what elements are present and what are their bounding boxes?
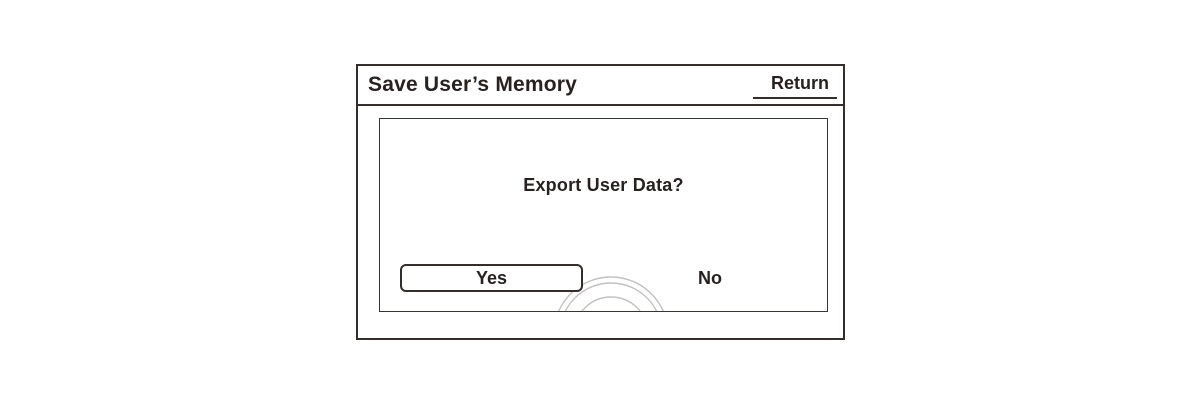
- no-button-label: No: [698, 268, 722, 288]
- dialog-title-bar: Save User’s Memory Return: [358, 66, 843, 106]
- dialog-content-box: Export User Data? Yes No: [379, 118, 828, 312]
- yes-button-label: Yes: [475, 267, 508, 288]
- prompt-text: Export User Data?: [523, 175, 684, 195]
- return-button[interactable]: Return: [753, 73, 837, 99]
- yes-button[interactable]: Yes: [400, 264, 583, 292]
- save-users-memory-dialog: Save User’s Memory Return Export User Da…: [356, 64, 845, 340]
- dialog-title: Save User’s Memory: [368, 73, 578, 96]
- no-button[interactable]: No: [670, 268, 750, 289]
